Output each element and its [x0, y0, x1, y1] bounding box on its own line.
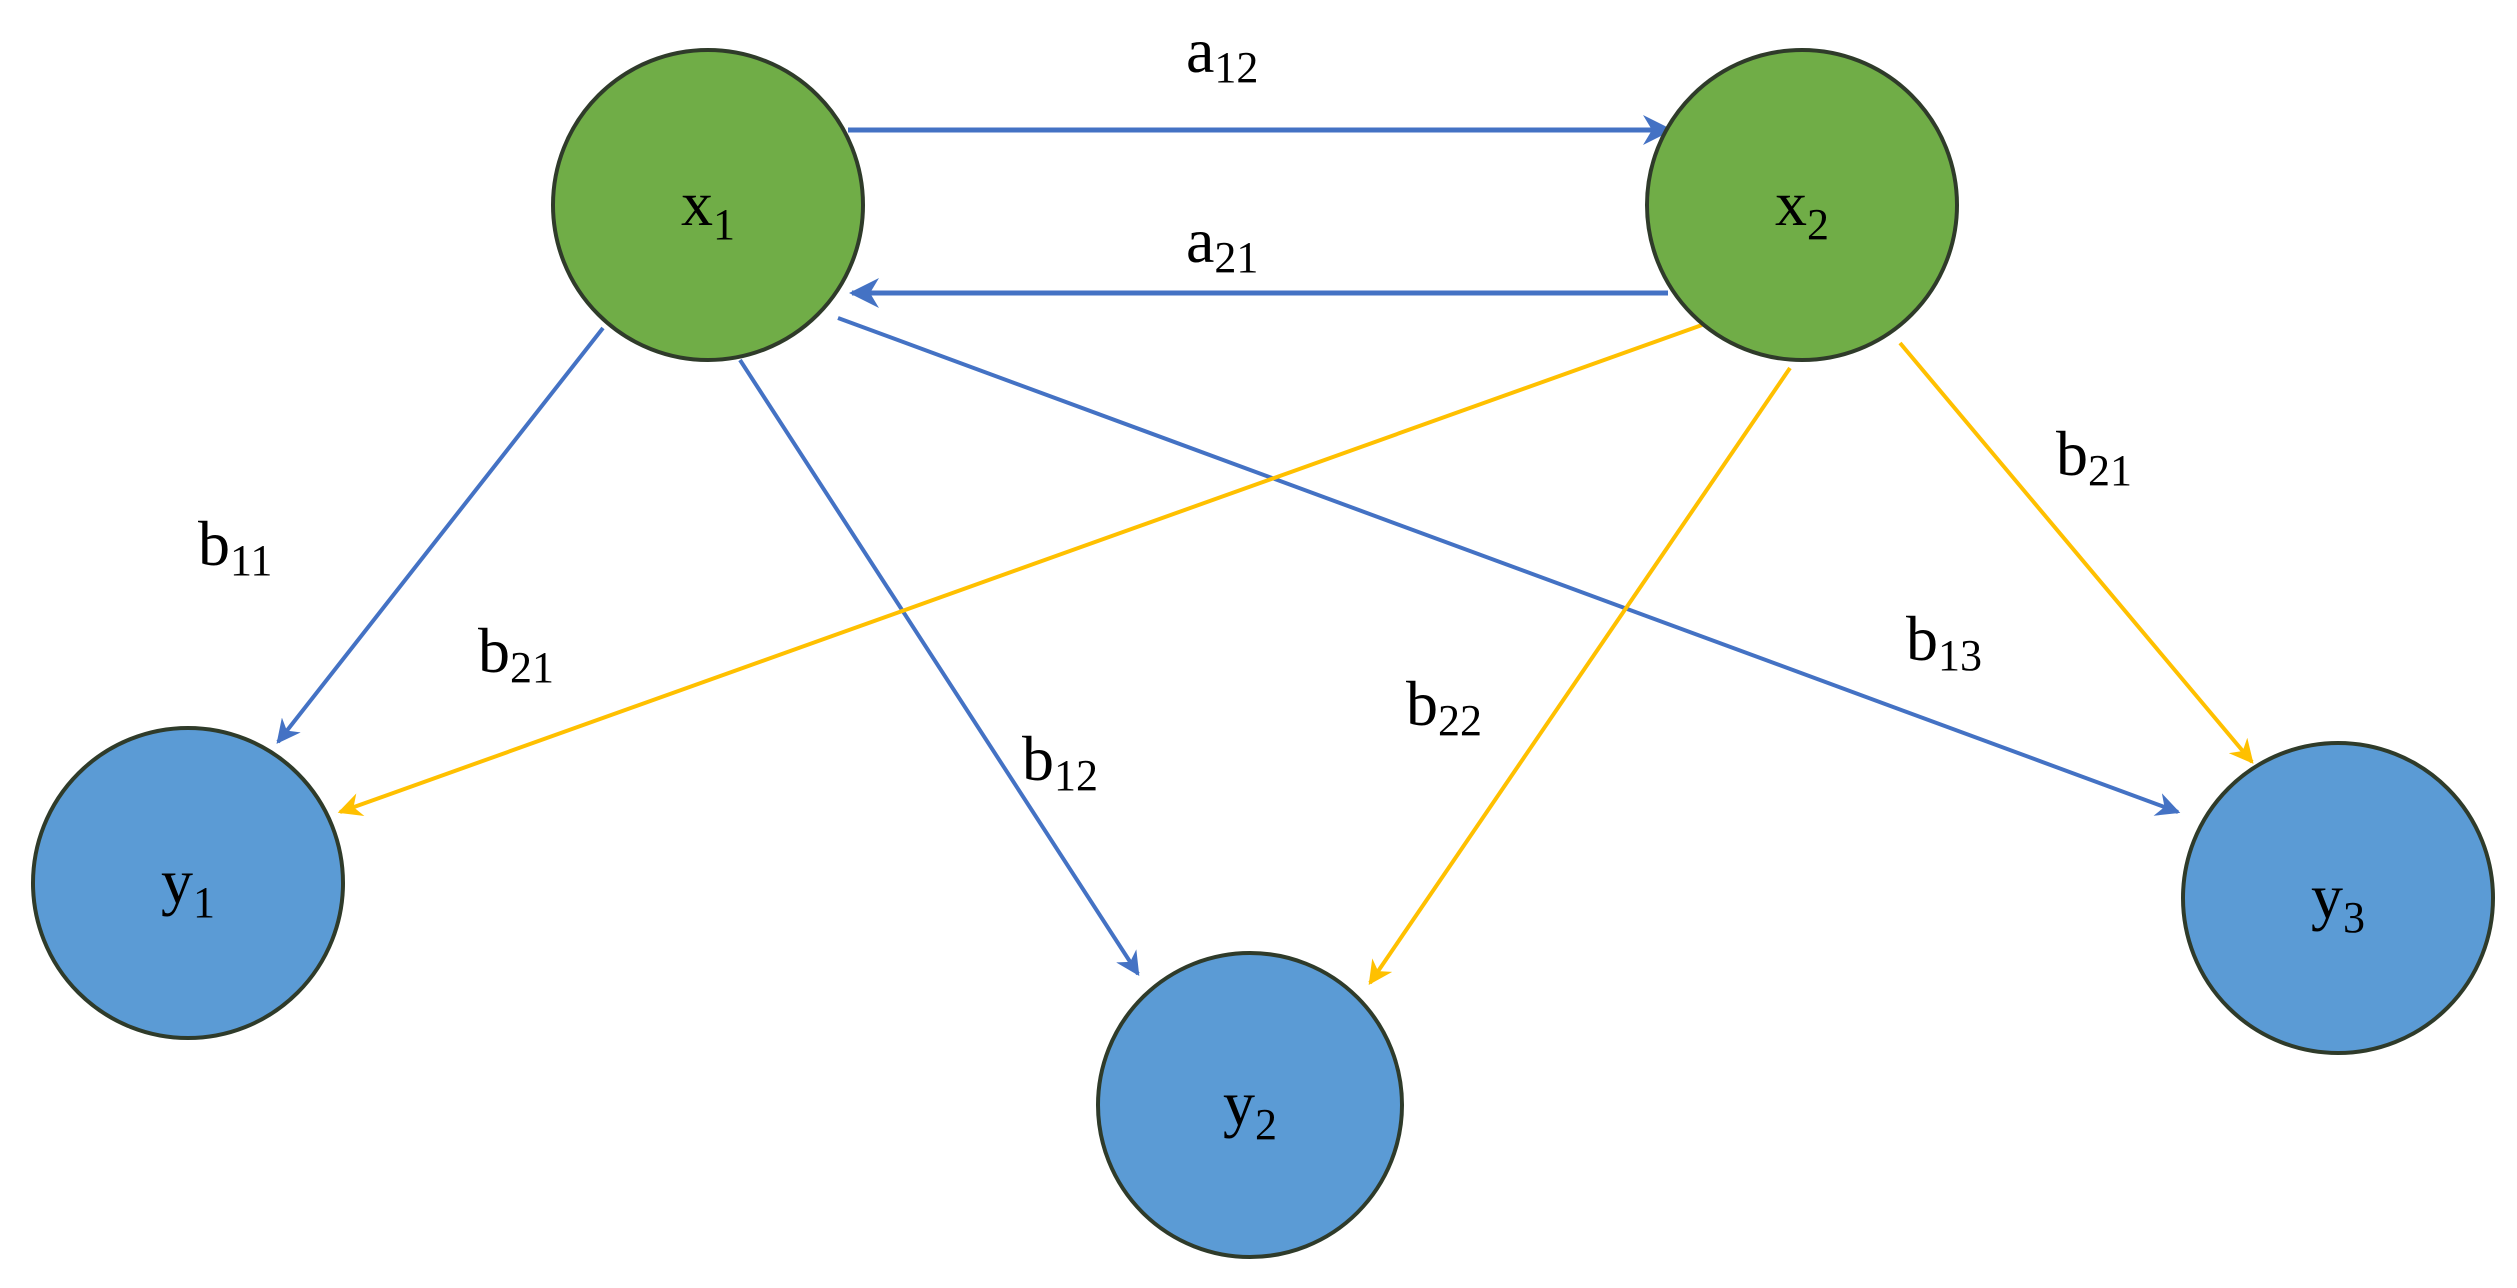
label-b21-right: b21	[2056, 418, 2132, 495]
edge-b21-right	[1898, 341, 2254, 764]
label-b12: b12	[1022, 723, 1098, 800]
node-y2-label: y2	[1223, 1068, 1277, 1149]
label-a12: a12	[1186, 15, 1258, 92]
node-y3: y3	[2181, 741, 2495, 1055]
node-x2: x2	[1645, 48, 1959, 362]
node-y1-label: y1	[161, 846, 215, 927]
label-b22: b22	[1406, 668, 1482, 745]
edges	[276, 115, 2254, 985]
edge-b21-left	[337, 323, 1703, 817]
node-y2-circle	[1096, 951, 1404, 1259]
edge-b13	[837, 316, 2181, 816]
node-y1: y1	[31, 726, 345, 1040]
node-x2-circle	[1645, 48, 1959, 362]
node-y2: y2	[1096, 951, 1404, 1259]
label-b13: b13	[1906, 603, 1982, 680]
edge-b11	[276, 326, 605, 744]
node-x1-circle	[551, 48, 865, 362]
edge-labels: a12 a21 b11 b21 b12 b22 b13 b21	[198, 15, 2132, 800]
node-y1-circle	[31, 726, 345, 1040]
label-b21-left: b21	[478, 615, 554, 692]
node-x2-label: x2	[1775, 168, 1829, 249]
label-b11: b11	[198, 508, 272, 585]
node-x1: x1	[551, 48, 865, 362]
edge-b22	[1368, 366, 1792, 985]
node-y3-label: y3	[2311, 861, 2365, 942]
node-x1-label: x1	[681, 168, 735, 249]
label-a21: a21	[1186, 205, 1258, 282]
node-y3-circle	[2181, 741, 2495, 1055]
edge-b12	[738, 358, 1140, 977]
